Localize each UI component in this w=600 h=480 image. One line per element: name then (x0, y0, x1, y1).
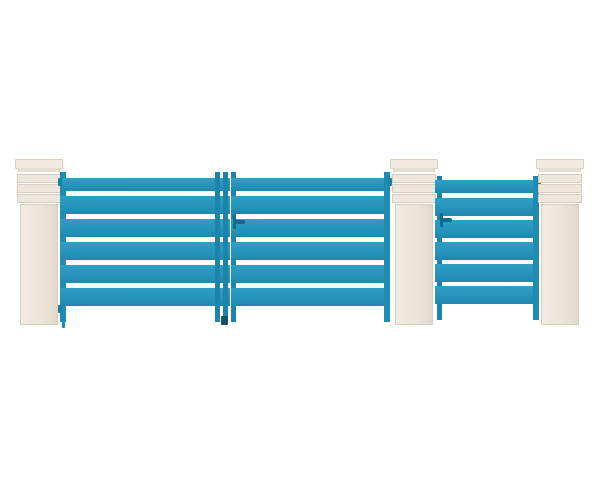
gate-slat (60, 265, 230, 283)
handle-icon (440, 213, 443, 227)
gate-leaf-right (231, 172, 390, 322)
pillar-right (536, 159, 584, 325)
gate-slat (60, 288, 230, 306)
gate-stile (215, 172, 220, 322)
gate-slat (231, 288, 390, 306)
gate-slat (60, 196, 230, 214)
pillar-shaft (395, 204, 433, 325)
hinge-icon (58, 178, 62, 186)
hinge-icon (58, 305, 62, 313)
handle-icon (235, 220, 245, 224)
gate-frame (533, 176, 539, 320)
gate-stile (223, 172, 228, 322)
handle-icon (442, 218, 452, 222)
gate-slat (60, 219, 230, 237)
gate-slat (435, 220, 539, 238)
pillar-band (17, 194, 61, 203)
pillar-band (538, 184, 582, 193)
pillar-band (392, 184, 436, 193)
pillar-band (538, 174, 582, 183)
hinge-icon (388, 178, 392, 186)
gate-slat (435, 180, 539, 193)
gate-slat (231, 219, 390, 237)
pillar-shaft (541, 204, 579, 325)
gate-frame (384, 172, 390, 322)
gate-slat (231, 178, 390, 191)
pillar-band (392, 174, 436, 183)
pillar-middle (390, 159, 438, 325)
gate-foot (62, 322, 65, 328)
pillar-left (15, 159, 63, 325)
gate-slat (231, 242, 390, 260)
pillar-band (17, 174, 61, 183)
pedestrian-gate (435, 176, 539, 320)
gate-slat (60, 242, 230, 260)
gate-slat (435, 264, 539, 282)
pillar-cap-collar (539, 168, 581, 172)
pillar-cap-collar (18, 168, 60, 172)
pillar-cap-collar (393, 168, 435, 172)
drop-bolt-icon (221, 316, 228, 325)
pillar-shaft (20, 204, 58, 325)
gate-slat (435, 286, 539, 304)
pillar-band (17, 184, 61, 193)
pillar-band (392, 194, 436, 203)
handle-icon (233, 215, 236, 229)
gate-slat (231, 196, 390, 214)
gate-slat (60, 178, 230, 191)
gate-slat (435, 198, 539, 216)
pillar-band (538, 194, 582, 203)
gate-leaf-left (60, 172, 230, 328)
gate-slat (435, 242, 539, 260)
gate-slat (231, 265, 390, 283)
